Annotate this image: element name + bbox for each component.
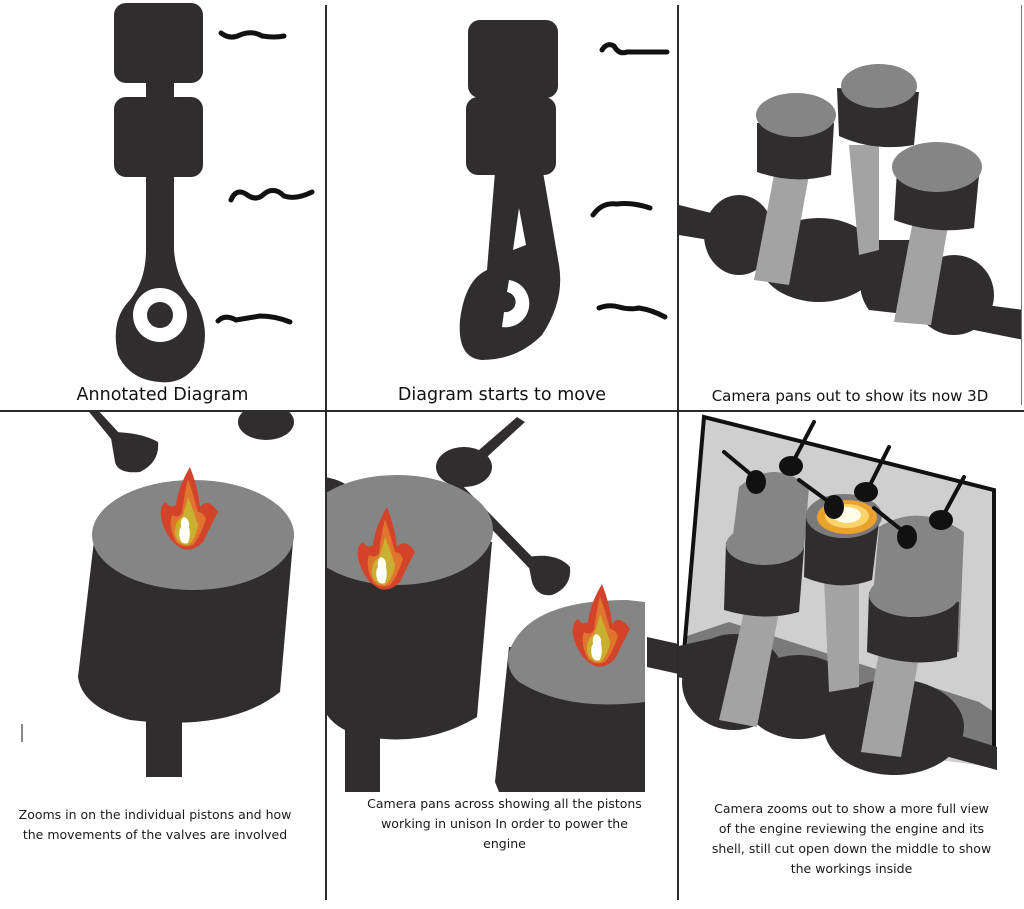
caption-line: the workings inside xyxy=(790,861,913,876)
crank-arm-right xyxy=(647,637,677,674)
piston-2-top xyxy=(841,64,917,108)
stray-mark xyxy=(21,724,23,742)
vertical-divider-left xyxy=(325,5,327,900)
caption-line: the movements of the valves are involved xyxy=(22,827,288,842)
annotation-scribble-1 xyxy=(218,30,287,40)
caption-line: shell, still cut open down the middle to… xyxy=(711,841,992,856)
piston-head-upper xyxy=(114,3,203,83)
caption-line: engine xyxy=(483,836,526,851)
annotation-scribble-3 xyxy=(215,313,293,325)
valve-head-lower xyxy=(527,555,571,596)
con-rod-3 xyxy=(894,215,949,325)
frame-1: Annotated Diagram xyxy=(0,0,325,410)
piston-head-upper xyxy=(468,20,558,98)
piston-diagram xyxy=(114,3,315,383)
piston-3-top xyxy=(869,573,959,617)
rod-gap xyxy=(513,208,526,250)
piston-rod xyxy=(146,712,182,777)
con-rod-1 xyxy=(754,175,809,285)
frame-3-caption: Camera pans out to show its now 3D xyxy=(711,387,989,405)
piston-neck xyxy=(146,80,174,100)
crank-pin xyxy=(147,302,173,328)
exhaust-valve-head xyxy=(238,412,294,440)
piston-head-lower xyxy=(114,97,203,177)
horizontal-divider xyxy=(0,410,1024,412)
flame-icon xyxy=(160,467,218,550)
annotation-scribble-2 xyxy=(228,188,315,203)
valve-heads xyxy=(746,456,953,549)
frame-4: Zooms in on the individual pistons and h… xyxy=(0,412,325,909)
crank-pin-crescent xyxy=(502,280,530,328)
frame-6: Camera zooms out to show a more full vie… xyxy=(679,412,1024,909)
caption-line: Camera zooms out to show a more full vie… xyxy=(714,801,989,816)
connecting-rod xyxy=(115,175,205,383)
annotation-scribble-2 xyxy=(590,201,653,218)
crank-lobe-1 xyxy=(704,195,774,275)
caption-line: Zooms in on the individual pistons and h… xyxy=(18,807,292,822)
frame-5-caption: Camera pans across showing all the pisto… xyxy=(327,794,677,854)
engine-shell-frame xyxy=(682,414,996,767)
con-rod-2 xyxy=(824,577,859,692)
caption-line: working in unison In order to power the xyxy=(381,816,628,831)
frame-1-caption: Annotated Diagram xyxy=(76,385,249,405)
frame-3: Camera pans out to show its now 3D xyxy=(679,0,1021,410)
vertical-divider-right xyxy=(677,5,679,900)
con-rod-3 xyxy=(861,652,919,757)
frame-2: Diagram starts to move xyxy=(327,0,677,410)
caption-line: of the engine reviewing the engine and i… xyxy=(718,821,985,836)
piston-head-lower xyxy=(466,97,556,175)
single-piston-closeup xyxy=(21,412,294,777)
piston-1-top xyxy=(726,525,804,565)
frame-5: Camera pans across showing all the pisto… xyxy=(327,412,677,909)
frame-2-caption: Diagram starts to move xyxy=(397,385,607,405)
connecting-rod xyxy=(459,172,561,360)
piston-1-body xyxy=(327,532,492,740)
caption-line: Camera pans across showing all the pisto… xyxy=(367,796,642,811)
intake-valve-head xyxy=(110,432,159,473)
annotation-scribble-3 xyxy=(596,303,668,320)
flame-icon-left xyxy=(357,507,415,590)
piston-1-skirt xyxy=(757,123,834,180)
valve-head-upper xyxy=(436,447,492,487)
flame-icon-right xyxy=(572,584,630,667)
moving-piston-diagram xyxy=(459,20,670,360)
piston-1-top xyxy=(756,93,836,137)
frame-6-caption: Camera zooms out to show a more full vie… xyxy=(679,799,1024,879)
con-rod-1 xyxy=(719,612,779,727)
valve-stems xyxy=(722,420,966,534)
multi-piston-pan xyxy=(327,417,677,792)
engine-cutaway xyxy=(679,414,997,775)
frame-4-caption: Zooms in on the individual pistons and h… xyxy=(0,805,310,845)
con-rod-2 xyxy=(849,145,879,255)
right-border xyxy=(1021,5,1022,405)
piston-1-rod xyxy=(345,722,380,792)
annotation-scribble-1 xyxy=(599,42,670,56)
piston-3-top xyxy=(892,142,982,192)
valve-stem-upper xyxy=(479,417,525,457)
3d-crankshaft-pistons xyxy=(679,64,1021,340)
crankshaft-right xyxy=(949,732,997,770)
